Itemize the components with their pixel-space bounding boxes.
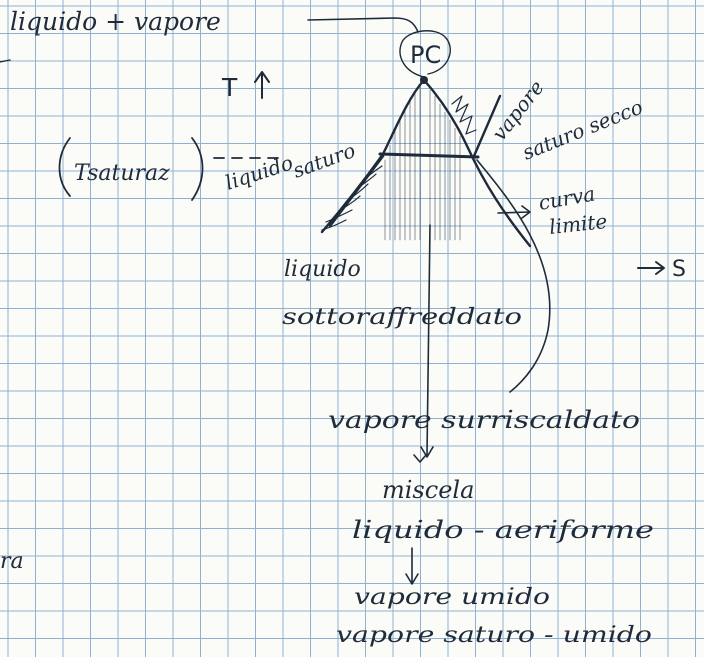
entropy-axis-arrow <box>638 262 664 274</box>
label-mixture-1: miscela <box>382 476 474 504</box>
label-subcooled-liquid-1: liquido <box>284 257 361 282</box>
subcooled-hatching <box>322 166 382 230</box>
label-mixture-2: liquido - aeriforme <box>352 516 654 544</box>
label-limit-curve-2: limite <box>548 209 608 239</box>
tsat-left-paren <box>60 138 71 196</box>
saturation-temperature-line <box>380 154 478 157</box>
label-liquid-vapor: liquido + vapore <box>10 7 221 36</box>
label-superheated-vapor: vapore surriscaldato <box>328 406 640 434</box>
label-limit-curve-1: curva <box>537 181 597 215</box>
label-saturated-liquid-1: liquido <box>222 150 296 194</box>
left-margin-dash <box>0 60 10 62</box>
saturation-dome-curve <box>322 80 530 246</box>
tsat-right-paren <box>192 138 203 200</box>
label-saturated-vapor-2: saturo secco <box>519 95 646 165</box>
top-leader-line <box>308 18 418 32</box>
label-critical-point: PC <box>410 41 441 69</box>
dome-hatching <box>385 86 460 240</box>
superheated-vapor-zigzag <box>452 96 476 134</box>
label-temperature-axis: T <box>221 73 238 102</box>
label-wet-saturated-vapor: vapore saturo - umido <box>336 623 652 648</box>
small-check-mark <box>414 455 426 462</box>
label-left-fragment: ra <box>0 549 24 574</box>
wet-vapor-arrow <box>406 548 418 584</box>
label-saturated-liquid-2: saturo <box>290 138 359 183</box>
label-subcooled-liquid-2: sottoraffreddato <box>282 305 522 330</box>
temperature-axis-arrow <box>255 72 269 98</box>
label-wet-vapor: vapore umido <box>354 585 550 610</box>
label-t-saturation: Tsaturaz <box>74 161 170 186</box>
label-entropy-axis: S <box>672 257 686 282</box>
